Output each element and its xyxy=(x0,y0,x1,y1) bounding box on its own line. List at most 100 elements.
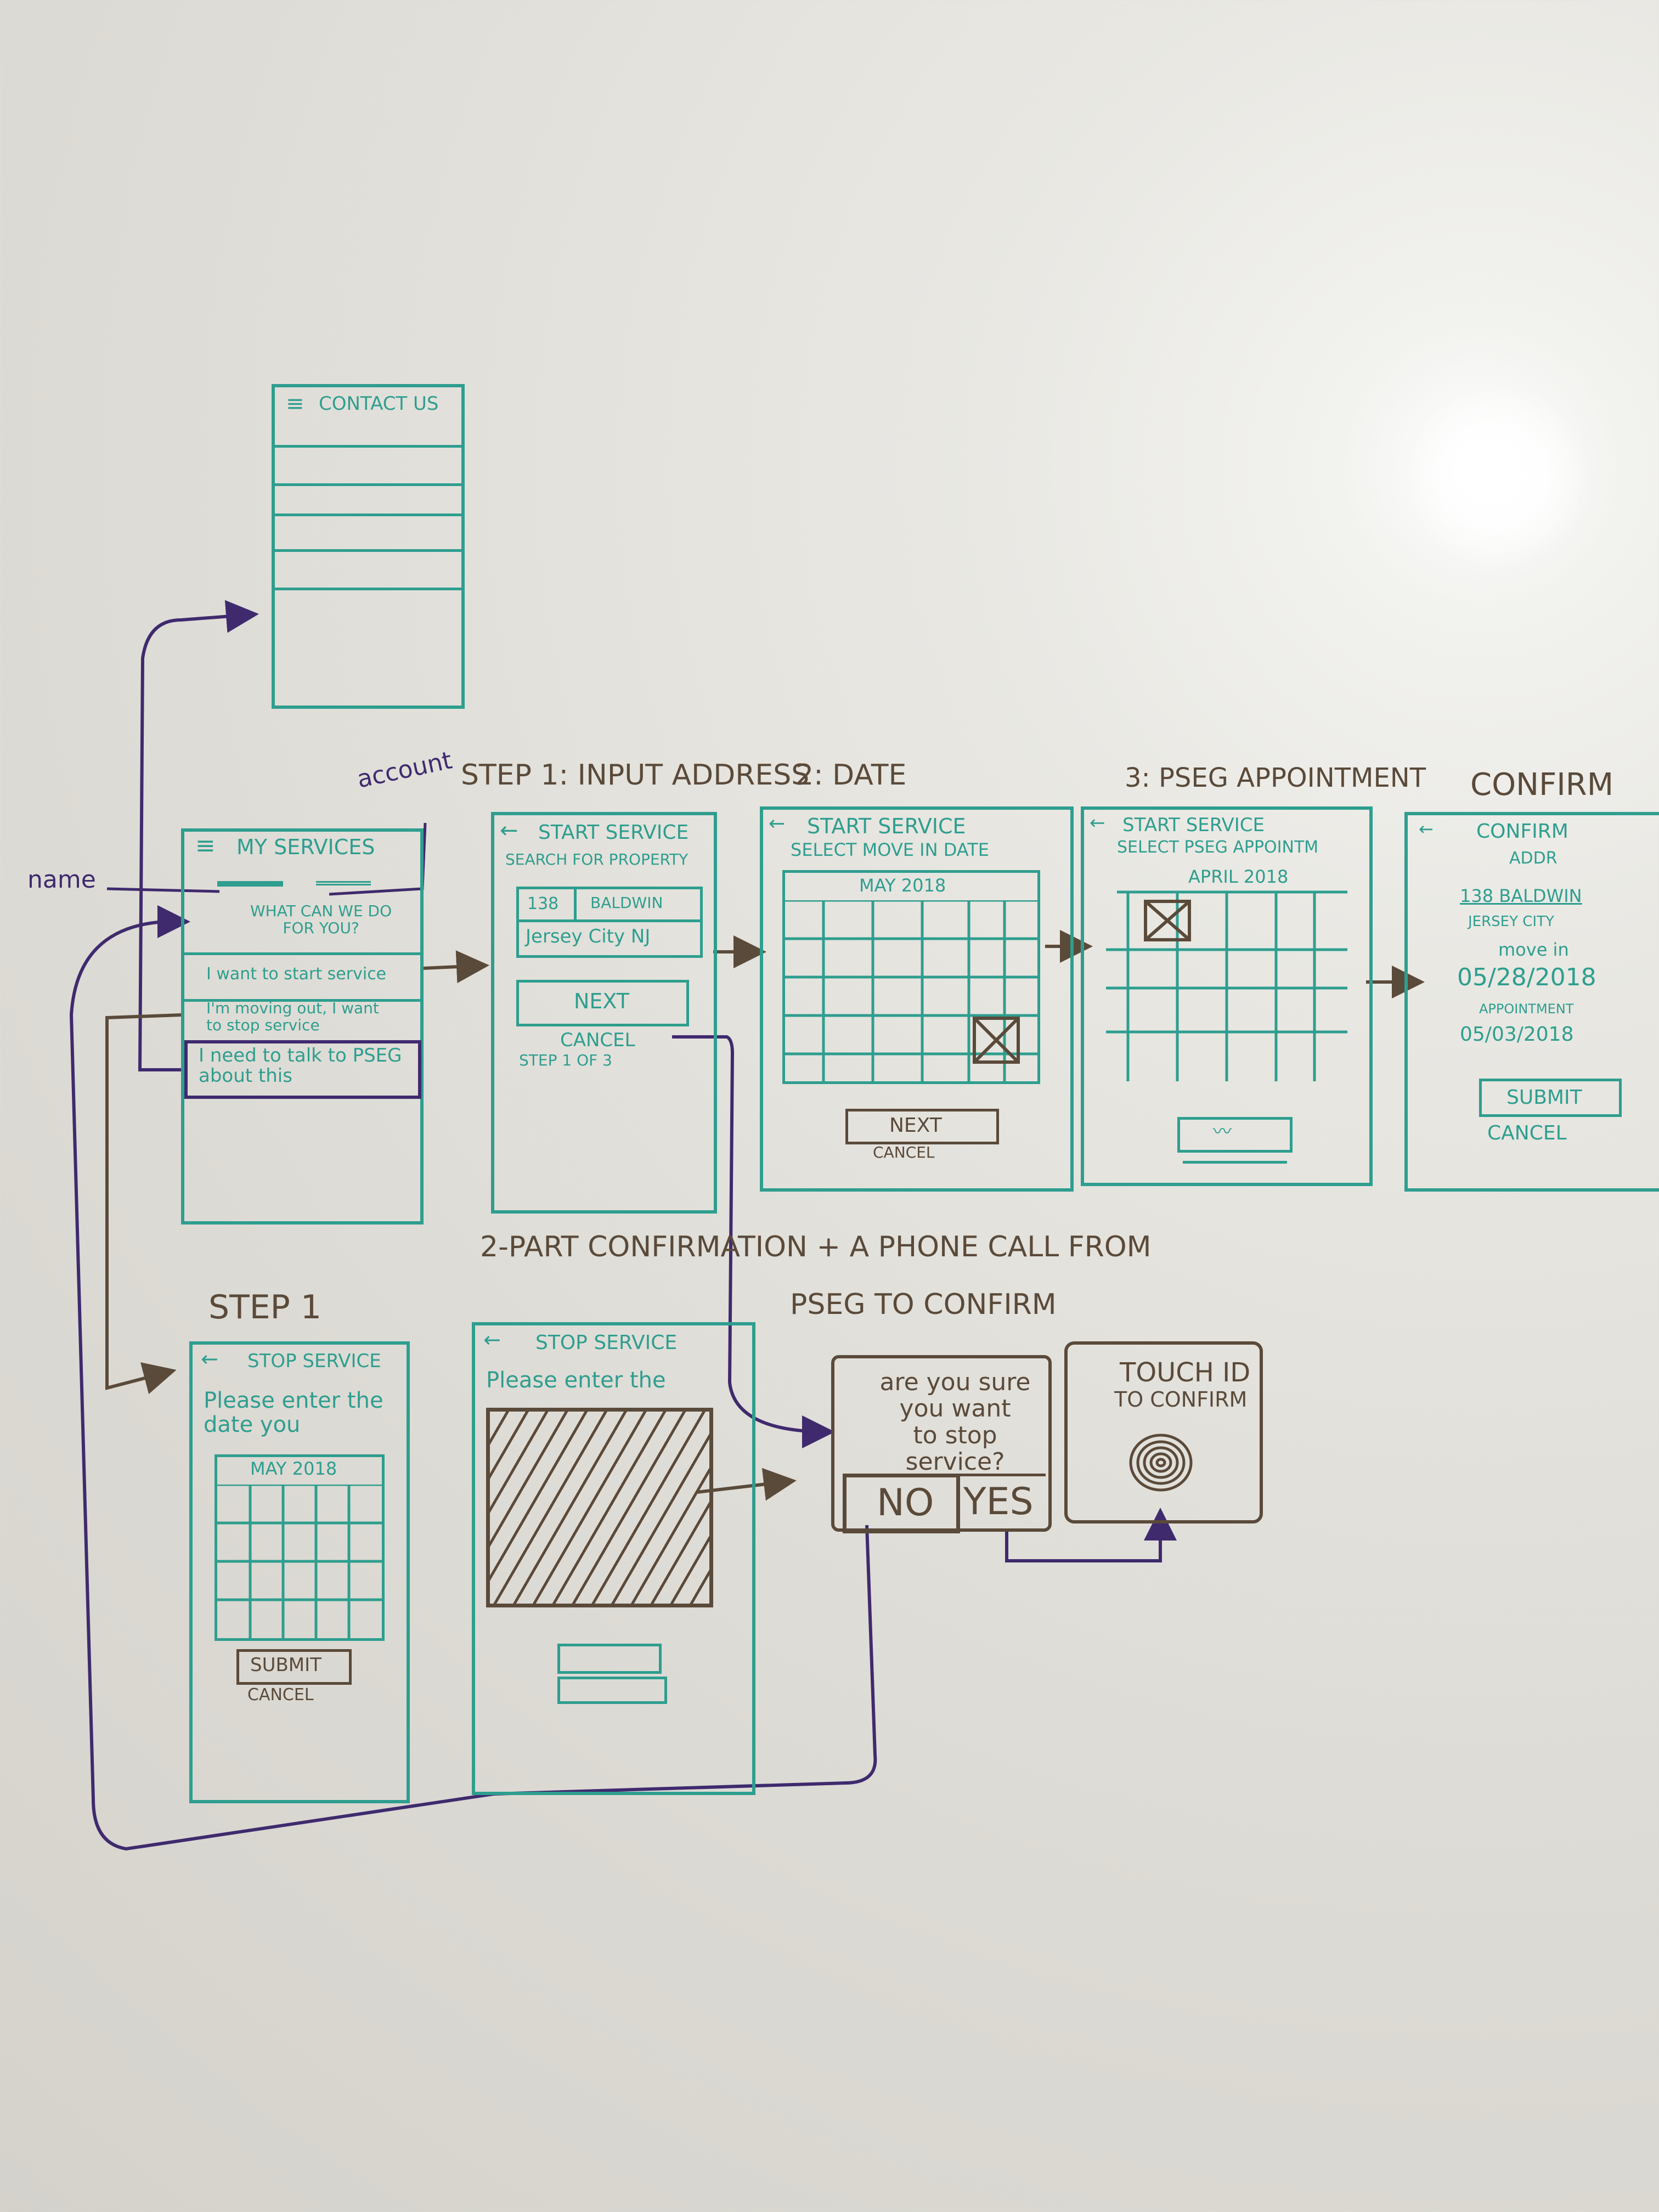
submit-button[interactable]: SUBMIT xyxy=(236,1649,352,1685)
back-arrow-icon[interactable]: ← xyxy=(1419,819,1434,839)
no-label: NO xyxy=(877,1481,934,1525)
street-field[interactable]: BALDWIN xyxy=(577,889,700,922)
contact-row[interactable] xyxy=(275,514,461,516)
confirm-screen: ← CONFIRM ADDR 138 BALDWIN JERSEY CITY m… xyxy=(1404,812,1659,1192)
calendar-april: APRIL 2018 xyxy=(1106,867,1347,1098)
appointment-label: APPOINTMENT xyxy=(1479,1001,1574,1017)
next-label: NEXT xyxy=(574,989,630,1013)
start-service-title: START SERVICE xyxy=(1122,814,1265,836)
start-service-title: START SERVICE xyxy=(538,821,689,844)
calendar-grid[interactable] xyxy=(785,900,1037,1081)
option-moving-out[interactable]: I'm moving out, I want to stop service xyxy=(184,999,420,1037)
back-arrow-icon[interactable]: ← xyxy=(769,812,786,835)
yes-label: YES xyxy=(963,1480,1034,1523)
back-arrow-icon[interactable]: ← xyxy=(201,1347,218,1371)
contact-row[interactable] xyxy=(275,549,461,552)
selected-date-marker xyxy=(973,1017,1020,1064)
search-property-subtitle: SEARCH FOR PROPERTY xyxy=(505,850,689,868)
address-fields: 138 BALDWIN Jersey City NJ xyxy=(516,887,703,958)
house-number-value: 138 xyxy=(527,894,559,913)
account-number-scribble xyxy=(316,881,371,885)
arrow-start-to-step1 xyxy=(422,950,489,984)
touchid-title: TOUCH ID xyxy=(1120,1357,1251,1388)
arrow-moving-to-stop xyxy=(105,1013,182,1395)
dialog-question: are you sure you want to stop service? xyxy=(879,1368,1031,1476)
calendar-may: MAY 2018 xyxy=(782,870,1040,1084)
address-value: 138 BALDWIN xyxy=(1460,885,1582,906)
calendar-grid[interactable] xyxy=(1106,889,1347,1098)
start-service-title: START SERVICE xyxy=(807,814,966,838)
fingerprint-icon[interactable] xyxy=(1125,1427,1197,1498)
house-number-field[interactable]: 138 xyxy=(519,889,577,922)
what-can-we-do-text: WHAT CAN WE DO FOR YOU? xyxy=(250,902,392,937)
name-pointer-line xyxy=(106,887,220,893)
next-label: NEXT xyxy=(889,1114,942,1137)
submit-label: SUBMIT xyxy=(1506,1086,1582,1109)
back-arrow-icon[interactable]: ← xyxy=(483,1328,501,1352)
cancel-link[interactable]: CANCEL xyxy=(247,1685,314,1705)
start-appointment-screen: ← START SERVICE SELECT PSEG APPOINTM APR… xyxy=(1081,806,1373,1186)
cancel-link[interactable]: CANCEL xyxy=(560,1029,635,1051)
contact-row[interactable] xyxy=(275,483,461,486)
selected-appointment-marker xyxy=(1144,900,1191,941)
arrow-yes-to-touchid xyxy=(1005,1508,1177,1562)
contact-row[interactable] xyxy=(275,588,461,590)
name-annotation: name xyxy=(27,866,96,894)
start-date-screen: ← START SERVICE SELECT MOVE IN DATE MAY … xyxy=(760,806,1074,1192)
arrow-cancel-to-dialog xyxy=(672,1035,835,1448)
touchid-subtitle: TO CONFIRM xyxy=(1114,1387,1248,1412)
step1-header: STEP 1: INPUT ADDRESS xyxy=(461,759,810,792)
stop-confirm-dialog: are you sure you want to stop service? N… xyxy=(831,1355,1052,1533)
option-start-service[interactable]: I want to start service xyxy=(184,952,420,1002)
whiteboard-glare xyxy=(1404,384,1591,571)
next-button[interactable]: NEXT xyxy=(516,980,689,1026)
enter-date-prompt: Please enter the xyxy=(486,1368,666,1393)
account-name-scribble xyxy=(217,881,283,887)
cancel-link[interactable]: CANCEL xyxy=(873,1143,935,1161)
submit-button[interactable]: SUBMIT xyxy=(1479,1079,1622,1117)
stop-step2-screen: ← STOP SERVICE Please enter the xyxy=(472,1322,755,1795)
calendar-grid[interactable] xyxy=(217,1485,382,1638)
disabled-calendar-overlay xyxy=(486,1408,713,1607)
appointment-date: 05/03/2018 xyxy=(1460,1023,1574,1046)
contact-row[interactable] xyxy=(275,445,461,448)
city-value: JERSEY CITY xyxy=(1468,913,1554,930)
street-value: BALDWIN xyxy=(590,894,663,912)
button-scribble-icon: 〰 xyxy=(1213,1121,1232,1143)
move-in-date: 05/28/2018 xyxy=(1457,963,1596,991)
city-field[interactable]: Jersey City NJ xyxy=(519,922,700,955)
two-part-header: 2-PART CONFIRMATION + A PHONE CALL FROM xyxy=(480,1231,1152,1263)
date-header: 2: DATE xyxy=(795,759,907,792)
next-button[interactable]: NEXT xyxy=(845,1109,999,1144)
appointment-header: 3: PSEG APPOINTMENT xyxy=(1125,763,1426,793)
cancel-scribble[interactable] xyxy=(1183,1161,1287,1164)
arrow-no-to-home xyxy=(69,905,877,1851)
confirm-header: CONFIRM xyxy=(1470,767,1614,803)
contact-us-screen: ≡ CONTACT US xyxy=(272,384,465,709)
no-button[interactable]: NO xyxy=(843,1474,960,1533)
option-talk-to-pseg[interactable]: I need to talk to PSEG about this xyxy=(184,1040,421,1099)
stop-service-title: STOP SERVICE xyxy=(247,1350,381,1372)
touchid-screen: TOUCH ID TO CONFIRM xyxy=(1064,1341,1263,1523)
menu-icon: ≡ xyxy=(286,391,304,416)
move-in-label: move in xyxy=(1498,939,1569,960)
continue-button[interactable]: 〰 xyxy=(1177,1117,1293,1153)
calendar-may: MAY 2018 xyxy=(215,1454,385,1641)
step-indicator: STEP 1 OF 3 xyxy=(519,1051,612,1069)
calendar-month: MAY 2018 xyxy=(250,1458,337,1479)
back-arrow-icon[interactable]: ← xyxy=(1090,812,1105,834)
menu-icon[interactable]: ≡ xyxy=(195,832,216,860)
submit-label: SUBMIT xyxy=(250,1654,321,1676)
option-talk-label: I need to talk to PSEG about this xyxy=(199,1045,402,1087)
back-arrow-icon[interactable]: ← xyxy=(500,818,518,843)
address-label: ADDR xyxy=(1509,849,1558,868)
two-part-header-line2: PSEG TO CONFIRM xyxy=(790,1288,1057,1321)
calendar-month: MAY 2018 xyxy=(859,875,946,896)
cancel-button[interactable] xyxy=(557,1677,667,1704)
stop-step1-header: STEP 1 xyxy=(208,1288,322,1327)
city-value: Jersey City NJ xyxy=(526,926,651,947)
yes-button[interactable]: YES xyxy=(955,1474,1046,1528)
submit-button[interactable] xyxy=(557,1644,662,1674)
cancel-link[interactable]: CANCEL xyxy=(1487,1122,1567,1144)
confirm-title: CONFIRM xyxy=(1476,820,1568,843)
